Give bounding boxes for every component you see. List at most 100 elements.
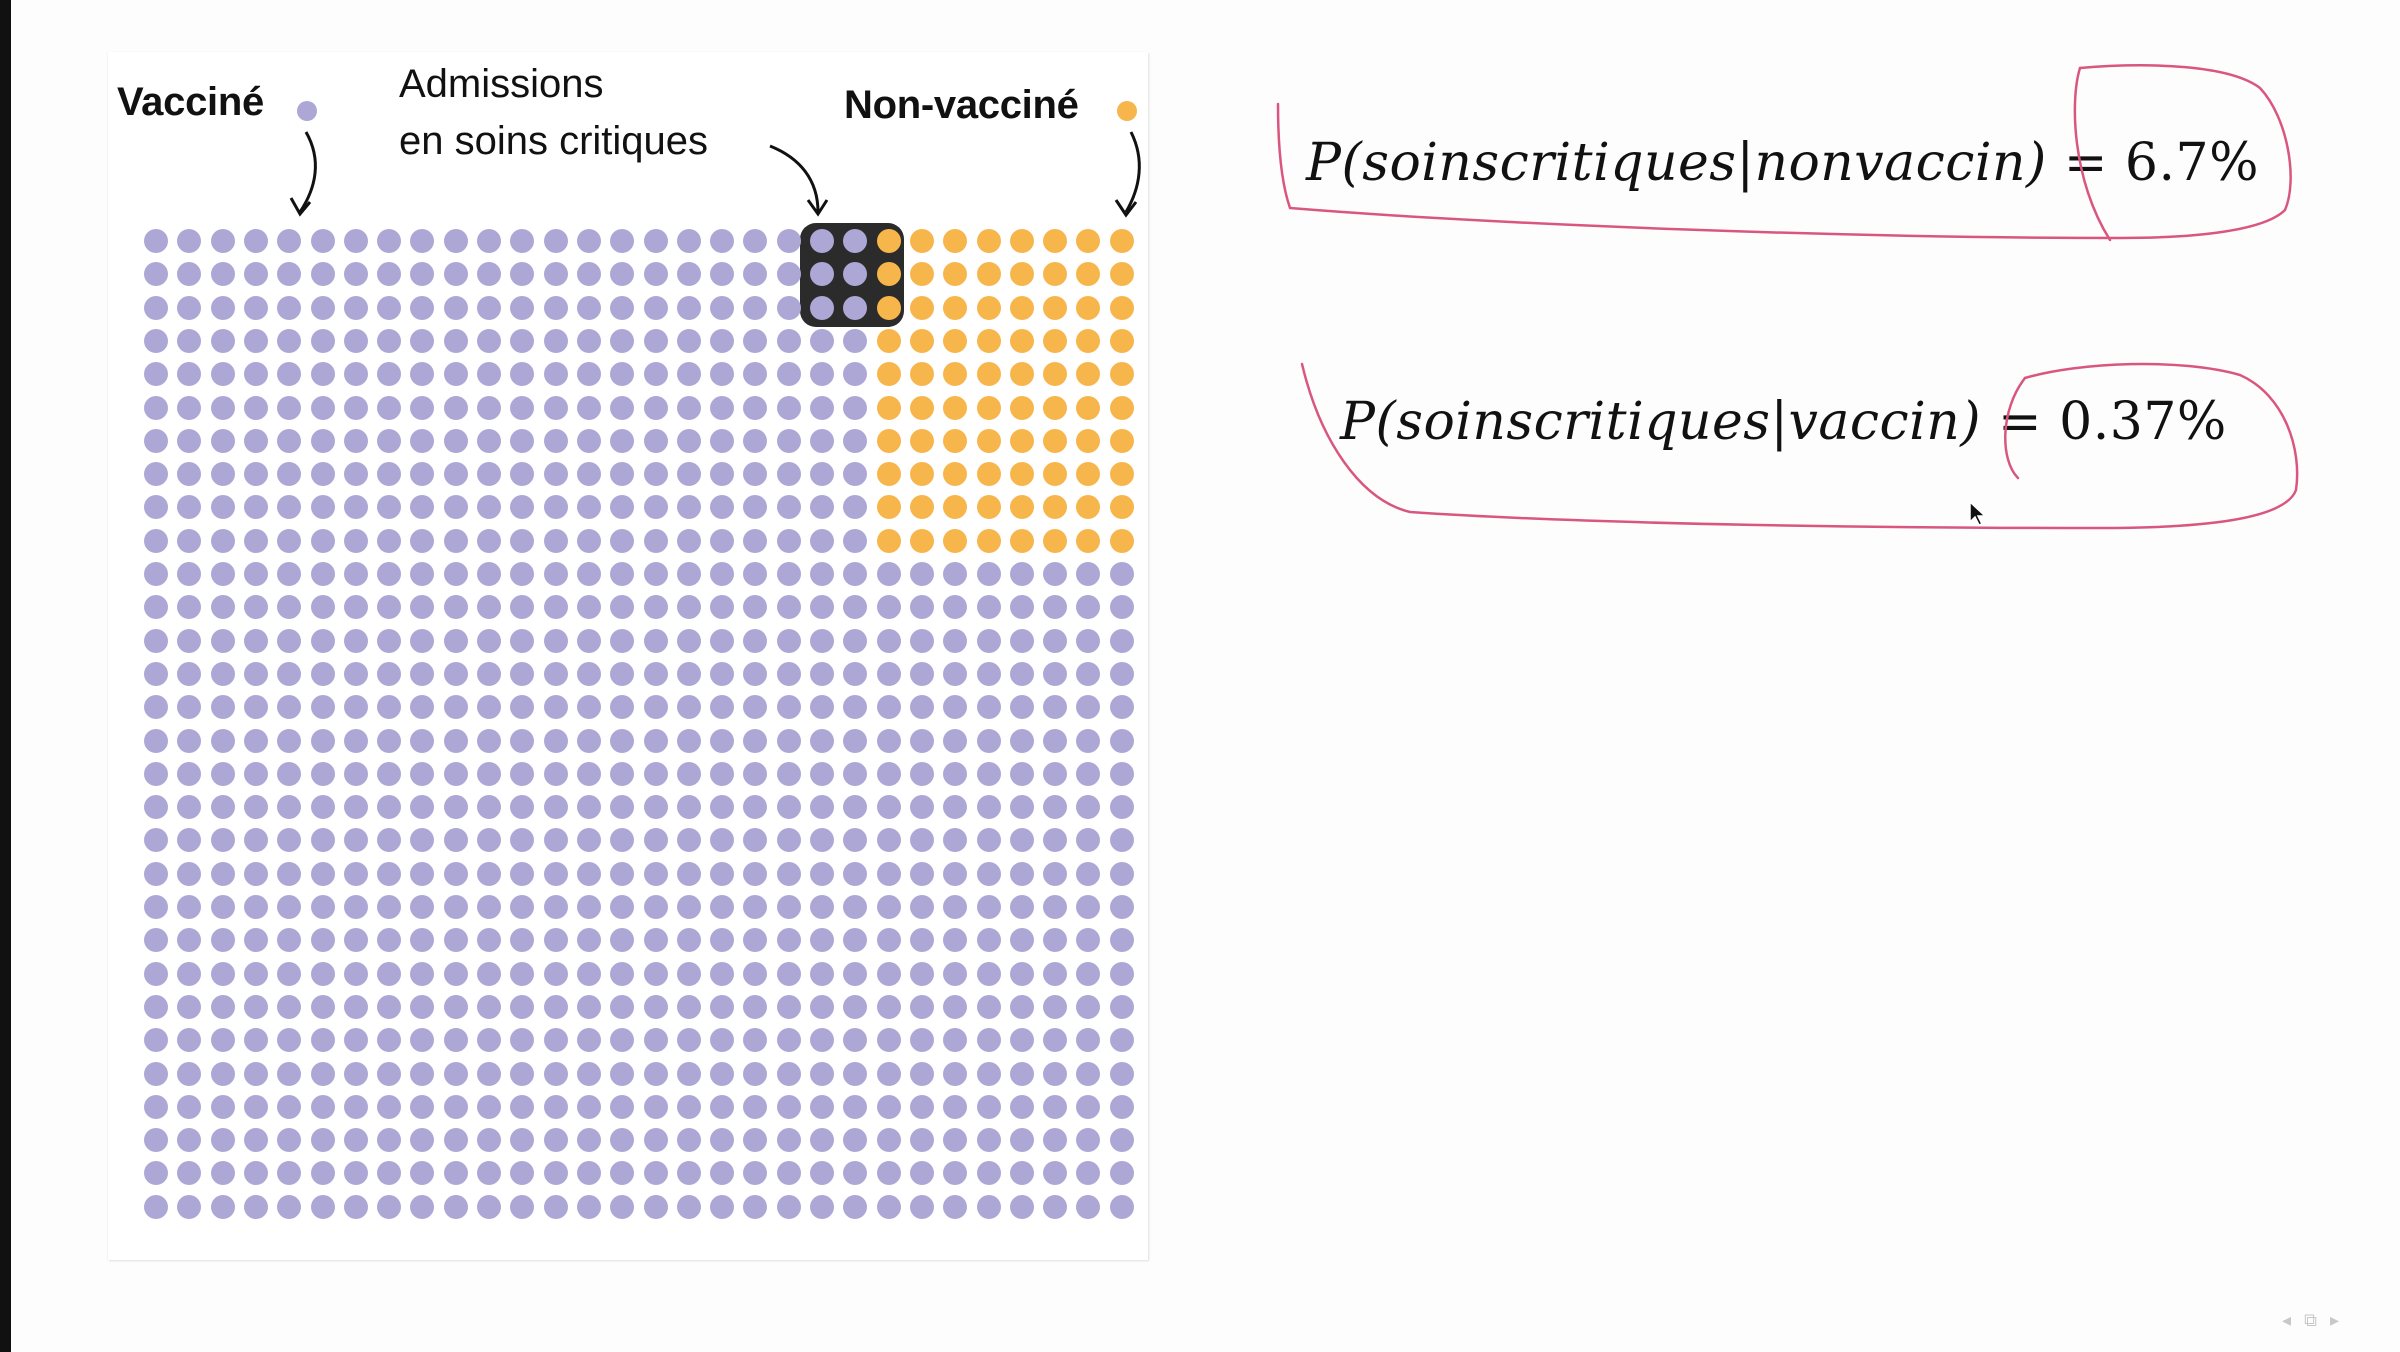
dot-unvaccinated <box>876 428 901 453</box>
dot-vaccinated <box>643 661 668 686</box>
dot-unvaccinated <box>943 395 968 420</box>
dot-vaccinated <box>909 728 934 753</box>
dot-vaccinated <box>876 761 901 786</box>
dot-vaccinated <box>243 262 268 287</box>
dot-vaccinated <box>477 595 501 620</box>
legend-vaccine-label: Vacciné <box>117 80 264 124</box>
dot-vaccinated <box>1043 828 1068 853</box>
dot-vaccinated <box>310 994 335 1019</box>
dot-vaccinated <box>843 562 868 586</box>
dot-vaccinated <box>277 1161 302 1186</box>
dot-vaccinated <box>643 628 668 653</box>
dot-vaccinated <box>1009 795 1034 820</box>
dot-unvaccinated <box>876 362 901 387</box>
dot-vaccinated <box>144 795 168 820</box>
dot-vaccinated <box>710 828 735 853</box>
dot-vaccinated <box>843 861 868 886</box>
dot-vaccinated <box>144 362 168 387</box>
dot-vaccinated <box>643 761 668 786</box>
dot-vaccinated <box>1043 1128 1068 1153</box>
dot-vaccinated <box>377 695 402 720</box>
dot-vaccinated <box>843 1061 868 1086</box>
dot-vaccinated <box>510 262 535 287</box>
chevron-right-icon[interactable]: ▸ <box>2329 1310 2339 1330</box>
dot-vaccinated <box>610 761 635 786</box>
dot-vaccinated <box>443 1194 468 1219</box>
dot-unvaccinated <box>1043 262 1068 287</box>
dot-vaccinated <box>676 595 701 620</box>
dot-vaccinated <box>377 362 402 387</box>
dot-vaccinated <box>776 895 801 919</box>
dot-vaccinated <box>410 1128 435 1153</box>
dot-vaccinated <box>543 1194 568 1219</box>
dot-vaccinated <box>410 462 435 487</box>
dot-vaccinated <box>576 528 601 553</box>
dot-vaccinated <box>310 295 335 320</box>
dot-vaccinated <box>144 262 168 287</box>
dot-vaccinated <box>310 861 335 886</box>
dot-vaccinated <box>876 628 901 653</box>
dot-unvaccinated <box>909 362 934 387</box>
dot-vaccinated <box>843 1194 868 1219</box>
dot-vaccinated <box>377 895 402 919</box>
dot-vaccinated <box>1076 961 1101 986</box>
dot-vaccinated <box>144 1161 168 1186</box>
dot-unvaccinated <box>876 462 901 487</box>
dot-vaccinated <box>909 562 934 586</box>
dot-vaccinated <box>743 328 768 353</box>
dot-vaccinated <box>410 1194 435 1219</box>
dot-vaccinated <box>477 695 501 720</box>
dot-vaccinated <box>443 262 468 287</box>
dot-vaccinated <box>943 728 968 753</box>
dot-vaccinated <box>477 1061 501 1086</box>
dot-vaccinated <box>243 961 268 986</box>
dot-vaccinated <box>543 828 568 853</box>
dot-vaccinated <box>477 428 501 453</box>
dot-vaccinated <box>643 1161 668 1186</box>
dot-vaccinated <box>410 562 435 586</box>
dot-vaccinated <box>343 262 368 287</box>
dot-unvaccinated <box>1076 495 1101 520</box>
dot-unvaccinated <box>1076 462 1101 487</box>
dot-vaccinated <box>1009 1061 1034 1086</box>
dot-vaccinated <box>410 362 435 387</box>
dot-vaccinated <box>976 828 1001 853</box>
dot-vaccinated <box>443 895 468 919</box>
dot-vaccinated <box>610 661 635 686</box>
dot-vaccinated <box>310 362 335 387</box>
dot-vaccinated <box>144 761 168 786</box>
dot-vaccinated <box>410 428 435 453</box>
dot-vaccinated <box>443 1094 468 1119</box>
chevron-left-icon[interactable]: ◂ <box>2282 1310 2292 1330</box>
dot-vaccinated <box>177 1061 202 1086</box>
dot-unvaccinated <box>976 495 1001 520</box>
dot-vaccinated <box>1076 1028 1101 1053</box>
dot-vaccinated <box>776 1194 801 1219</box>
dot-vaccinated <box>1009 661 1034 686</box>
dot-vaccinated <box>477 1128 501 1153</box>
dot-vaccinated <box>1109 994 1134 1019</box>
dot-vaccinated <box>643 295 668 320</box>
dot-vaccinated <box>343 895 368 919</box>
dot-vaccinated <box>810 761 834 786</box>
dot-vaccinated <box>610 828 635 853</box>
dot-vaccinated <box>1076 828 1101 853</box>
dot-vaccinated <box>676 795 701 820</box>
dot-vaccinated <box>876 1194 901 1219</box>
dot-vaccinated <box>243 362 268 387</box>
dot-vaccinated <box>876 828 901 853</box>
dot-unvaccinated <box>1043 462 1068 487</box>
dot-vaccinated <box>810 895 834 919</box>
dot-unvaccinated <box>909 528 934 553</box>
dot-vaccinated <box>410 961 435 986</box>
dot-vaccinated <box>277 695 302 720</box>
dot-vaccinated <box>477 728 501 753</box>
slides-icon[interactable]: ⧉ <box>2304 1310 2317 1330</box>
dot-vaccinated <box>144 395 168 420</box>
dot-vaccinated <box>676 462 701 487</box>
dot-vaccinated <box>377 495 402 520</box>
dot-vaccinated <box>943 928 968 953</box>
dot-vaccinated <box>443 861 468 886</box>
dot-vaccinated <box>776 528 801 553</box>
dot-vaccinated <box>177 1161 202 1186</box>
